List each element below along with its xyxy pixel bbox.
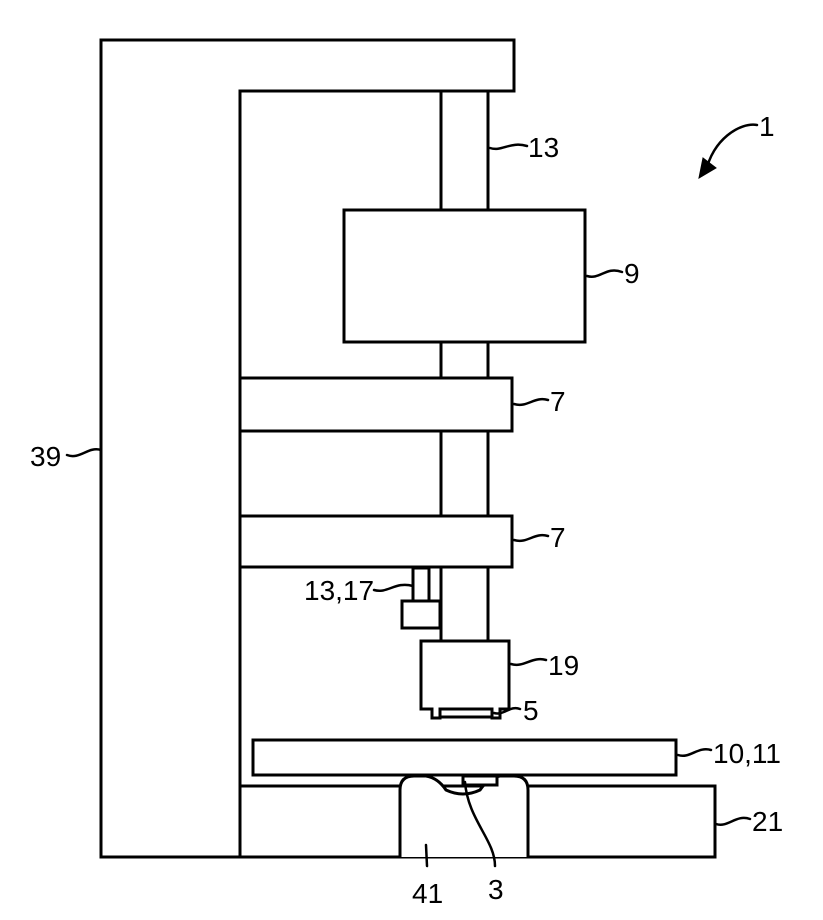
head-19	[421, 641, 509, 718]
sensor-body	[402, 601, 440, 628]
leader-13	[490, 145, 527, 149]
leader-7-lower	[514, 535, 548, 541]
leader-39	[67, 449, 101, 456]
arm-7-upper	[240, 378, 512, 431]
label-41: 41	[412, 878, 443, 909]
label-19: 19	[548, 650, 579, 681]
label-10-11: 10,11	[713, 738, 781, 769]
arm-7-lower	[240, 516, 512, 567]
tool-5	[440, 709, 492, 717]
label-7-lower: 7	[550, 522, 566, 553]
leader-19	[511, 659, 546, 665]
label-7-upper: 7	[550, 386, 566, 417]
label-9: 9	[624, 258, 640, 289]
gap-3	[463, 776, 497, 785]
drive-unit-9	[344, 210, 585, 342]
leader-1-arrow	[706, 125, 757, 172]
label-5: 5	[523, 695, 539, 726]
leader-10-11	[678, 749, 711, 756]
label-1: 1	[759, 111, 775, 142]
label-13: 13	[528, 132, 559, 163]
leader-41	[426, 845, 427, 866]
label-13-17: 13,17	[304, 575, 374, 606]
leader-21	[716, 818, 750, 825]
leader-13-17	[374, 585, 413, 591]
leader-9	[587, 270, 622, 276]
sensor-stem	[413, 568, 429, 601]
plate-10-11	[253, 740, 676, 775]
leader-7-upper	[514, 399, 548, 405]
arrowhead-1	[699, 158, 716, 178]
label-3: 3	[488, 874, 504, 905]
label-21: 21	[752, 806, 783, 837]
label-39: 39	[30, 441, 61, 472]
